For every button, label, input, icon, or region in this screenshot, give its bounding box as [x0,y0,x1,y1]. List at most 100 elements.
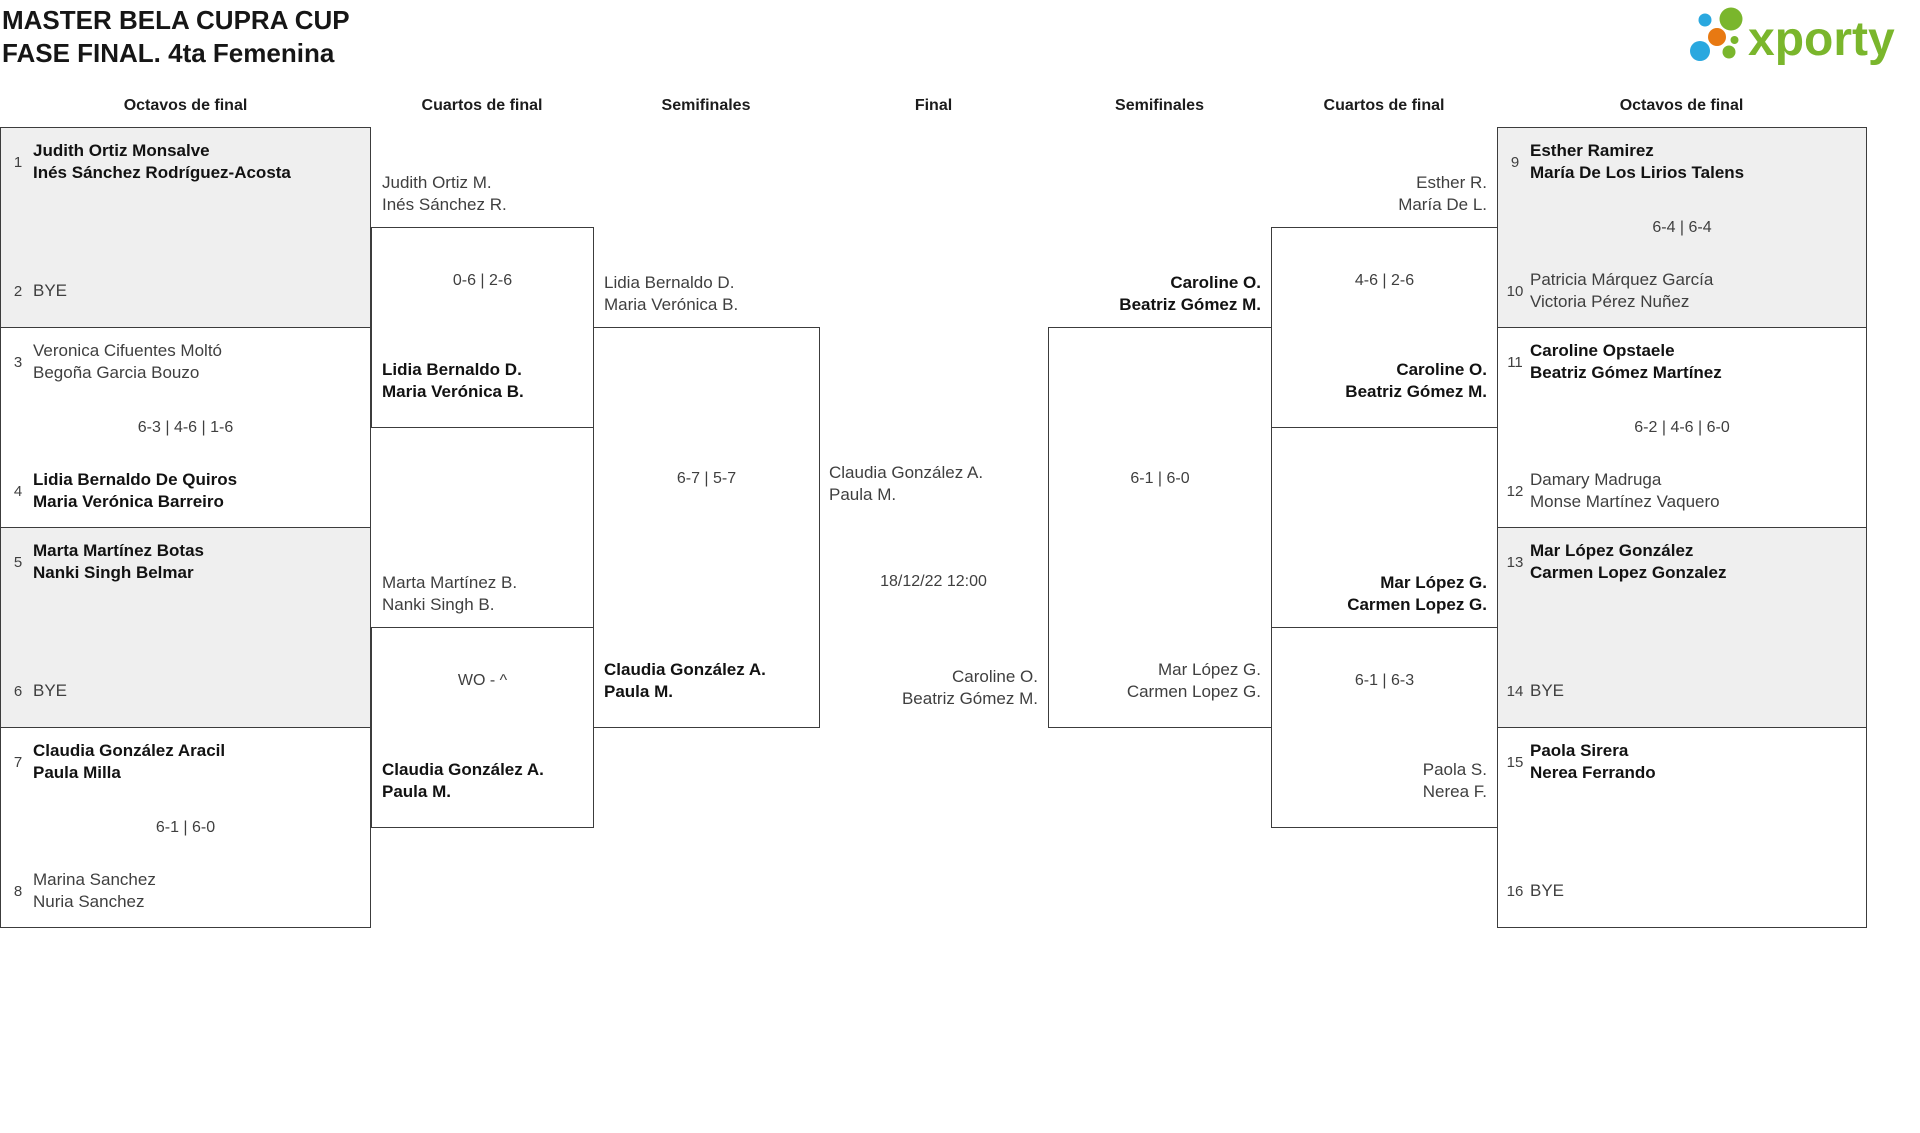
final-match-area: Claudia González A. Paula M. 18/12/22 12… [819,327,1048,728]
team-entry: 14 BYE [1506,669,1858,713]
xporty-logo[interactable]: xporty [1686,2,1916,75]
match-score: 6-1 | 6-0 [155,818,216,836]
player-name: Beatriz Gómez M. [901,689,1038,708]
seed-number: 1 [13,153,23,171]
team-names: Caroline O. Beatriz Gómez M. [1119,272,1261,316]
team-entry: 11 Caroline Opstaele Beatriz Gómez Martí… [1506,340,1858,384]
player-name: Claudia González A. [604,660,766,679]
team-names: Lidia Bernaldo D. Maria Verónica B. [604,272,738,316]
player-name: Nuria Sanchez [33,892,145,911]
team-names: Claudia González A. Paula M. [829,462,983,506]
player-name: Beatriz Gómez Martínez [1530,363,1722,382]
player-name: Beatriz Gómez M. [1119,295,1261,314]
seed-number: 8 [13,882,23,900]
team-names: Esther R. María De L. [1398,172,1487,216]
team-entry: 10 Patricia Márquez García Victoria Pére… [1506,269,1858,313]
player-name: Maria Verónica B. [604,295,739,314]
team-names: Marina Sanchez Nuria Sanchez [33,869,156,913]
team-entry: 5 Marta Martínez Botas Nanki Singh Belma… [9,540,362,584]
team-names: Mar López González Carmen Lopez Gonzalez [1530,540,1726,584]
round-header-semis-right: Semifinales [1115,97,1204,114]
player-name: Carmen Lopez G. [1347,595,1487,614]
player-name: Esther Ramirez [1530,141,1654,160]
team-names: Paola Sirera Nerea Ferrando [1530,740,1656,784]
player-name: Lidia Bernaldo D. [382,360,522,379]
round-header-octavos-left: Octavos de final [123,97,248,114]
match-box-octavos-right-4: 15 Paola Sirera Nerea Ferrando 16 BYE [1497,727,1867,928]
team-names: Mar López G. Carmen Lopez G. [1127,659,1261,703]
match-box-octavos-right-1: 9 Esther Ramirez María De Los Lirios Tal… [1497,127,1867,328]
xporty-logo-graphic: xporty [1690,7,1895,66]
seed-number: 10 [1506,282,1524,300]
player-name: Paola Sirera [1530,741,1629,760]
team-names: Caroline O. Beatriz Gómez M. [1345,359,1487,403]
team-names: Esther Ramirez María De Los Lirios Talen… [1530,140,1744,184]
player-name: María De Los Lirios Talens [1530,163,1745,182]
match-score: WO - ^ [457,672,508,689]
player-name: Marta Martínez B. [382,573,518,592]
team-names: Caroline O. Beatriz Gómez M. [902,666,1038,710]
match-score: 6-3 | 4-6 | 1-6 [137,418,234,436]
player-name: Lidia Bernaldo De Quiros [33,470,238,489]
player-name: Inés Sánchez Rodríguez-Acosta [33,163,291,182]
team-entry: 13 Mar López González Carmen Lopez Gonza… [1506,540,1858,584]
match-box-octavos-right-3: 13 Mar López González Carmen Lopez Gonza… [1497,527,1867,728]
team-entry: 9 Esther Ramirez María De Los Lirios Tal… [1506,140,1858,184]
logo-dot-blue-small [1698,13,1712,27]
match-score: 0-6 | 2-6 [452,272,513,289]
player-name: Paula Milla [33,763,121,782]
seed-number: 15 [1506,753,1524,771]
tournament-subtitle: FASE FINAL. 4ta Femenina [2,38,335,68]
seed-number: 7 [13,753,23,771]
logo-dot-green-medium [1722,45,1736,59]
match-score: 6-1 | 6-3 [1354,672,1415,689]
team-names: Marta Martínez Botas Nanki Singh Belmar [33,540,204,584]
player-name: Caroline O. [952,667,1038,686]
player-name: Mar López G. [1158,660,1261,679]
match-box-octavos-left-3: 5 Marta Martínez Botas Nanki Singh Belma… [0,527,371,728]
match-score: 6-2 | 4-6 | 6-0 [1634,418,1730,436]
match-score: 6-1 | 6-0 [1130,470,1190,487]
match-score: 4-6 | 2-6 [1354,272,1415,289]
player-name: Begoña Garcia Bouzo [33,363,200,382]
match-box-cuartos-left-1: Judith Ortiz M. Inés Sánchez R. 0-6 | 2-… [371,173,594,428]
match-box-semifinal-right: Caroline O. Beatriz Gómez M. 6-1 | 6-0 M… [1048,273,1272,728]
seed-number: 13 [1506,553,1524,571]
player-name: Veronica Cifuentes Moltó [33,341,222,360]
seed-number: 5 [13,553,23,571]
round-header-cuartos-right: Cuartos de final [1323,97,1445,114]
player-name: Victoria Pérez Nuñez [1530,292,1690,311]
team-names: BYE [33,680,67,702]
team-names: Marta Martínez B. Nanki Singh B. [382,572,517,616]
seed-number: 4 [13,482,23,500]
logo-wordmark: xporty [1748,13,1895,66]
team-names: BYE [1530,680,1564,702]
team-names: Paola S. Nerea F. [1423,759,1487,803]
seed-number: 3 [13,353,23,371]
player-name: María De L. [1398,195,1487,214]
team-names: BYE [1530,880,1564,902]
logo-dot-green-tiny [1730,36,1739,44]
team-names: Caroline Opstaele Beatriz Gómez Martínez [1530,340,1722,384]
player-name: Nanki Singh B. [382,595,495,614]
player-name: BYE [1530,881,1565,900]
seed-number: 14 [1506,682,1524,700]
tournament-title-block: MASTER BELA CUPRA CUP FASE FINAL. 4ta Fe… [2,4,350,70]
round-header-semis-left: Semifinales [661,97,751,114]
player-name: Carmen Lopez Gonzalez [1530,563,1727,582]
player-name: Nerea F. [1422,782,1487,801]
player-name: Paula M. [604,682,673,701]
player-name: Inés Sánchez R. [382,195,507,214]
team-names: Lidia Bernaldo D. Maria Verónica B. [382,359,524,403]
player-name: Caroline Opstaele [1530,341,1675,360]
player-name: Beatriz Gómez M. [1345,382,1487,401]
team-names: Lidia Bernaldo De Quiros Maria Verónica … [33,469,237,513]
team-entry: 15 Paola Sirera Nerea Ferrando [1506,740,1858,784]
team-entry: 3 Veronica Cifuentes Moltó Begoña Garcia… [9,340,362,384]
team-names: Claudia González A. Paula M. [604,659,766,703]
team-entry: 16 BYE [1506,869,1858,913]
logo-dot-orange [1708,28,1726,46]
round-header-final: Final [914,97,953,114]
seed-number: 9 [1510,153,1520,171]
player-name: Paola S. [1422,760,1487,779]
